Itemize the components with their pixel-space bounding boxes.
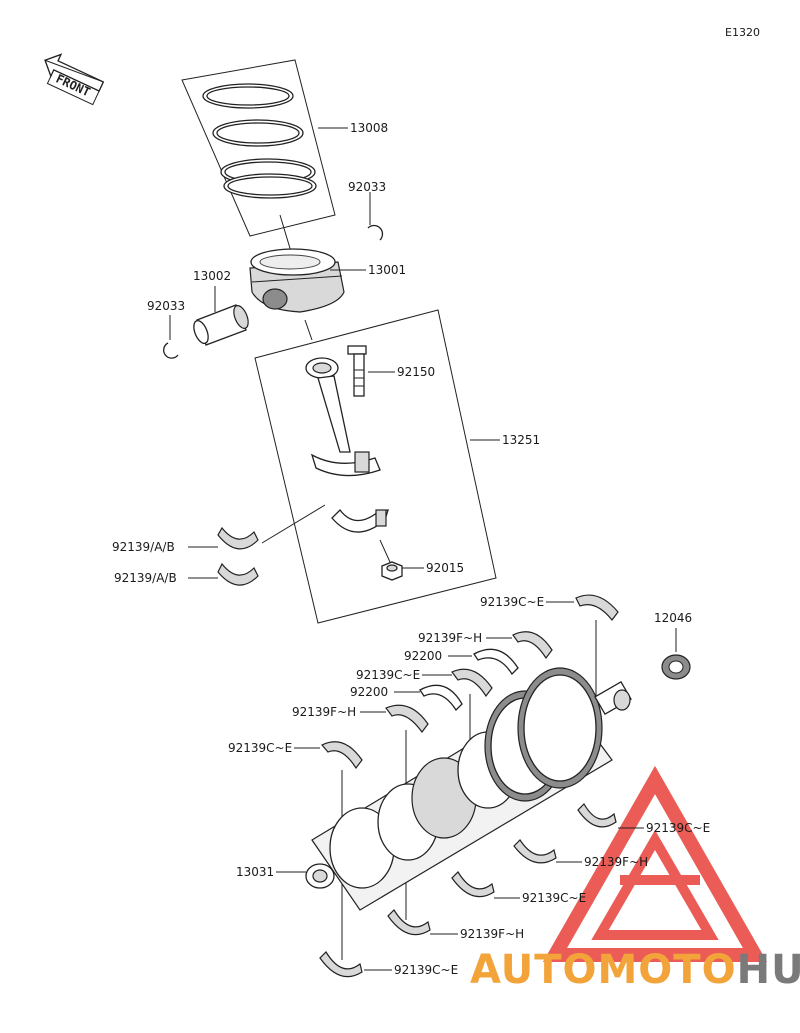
label-crankshaft: 13031 bbox=[236, 865, 274, 879]
rod-nut bbox=[381, 561, 403, 581]
label-main-bearing-3: 92139C~E bbox=[356, 668, 420, 682]
watermark-text: AUTOMOTOHUB bbox=[470, 947, 800, 993]
main-bearing-3-icon bbox=[451, 668, 493, 698]
label-main-bearing-2: 92139F~H bbox=[418, 631, 482, 645]
conrod-group-box bbox=[254, 309, 497, 624]
label-conn-rod: 13251 bbox=[502, 433, 540, 447]
watermark-part1: AUTOMOTO bbox=[470, 947, 737, 993]
front-arrow-icon: FRONT bbox=[44, 53, 105, 106]
lower-bearing-4-icon bbox=[387, 909, 431, 936]
main-bearing-1-icon bbox=[575, 594, 619, 621]
thrust-washer-1-icon bbox=[473, 648, 519, 676]
label-rod-nut: 92015 bbox=[426, 561, 464, 575]
watermark-logo bbox=[542, 765, 768, 962]
label-rod-bearing-b: 92139/A/B bbox=[114, 571, 177, 585]
label-lower-3: 92139C~E bbox=[522, 891, 586, 905]
label-needle-bearing: 12046 bbox=[654, 611, 692, 625]
circlip-top bbox=[367, 224, 384, 241]
circlip-left bbox=[163, 342, 179, 359]
label-piston: 13001 bbox=[368, 263, 406, 277]
main-bearing-2-icon bbox=[512, 631, 553, 660]
lower-bearing-3-icon bbox=[451, 871, 495, 898]
label-main-bearing-4: 92139F~H bbox=[292, 705, 356, 719]
lower-bearing-5-icon bbox=[319, 951, 363, 978]
label-clip-top: 92033 bbox=[348, 180, 386, 194]
label-thrust-2: 92200 bbox=[350, 685, 388, 699]
thrust-washer-2-icon bbox=[419, 684, 463, 712]
rod-bolt bbox=[347, 345, 367, 397]
piston-pin bbox=[193, 304, 249, 346]
lower-bearing-1-icon bbox=[577, 803, 617, 828]
diagram-code: E1320 bbox=[725, 26, 760, 39]
piston-rings bbox=[202, 83, 317, 199]
connecting-rod bbox=[305, 357, 381, 477]
crankshaft bbox=[305, 667, 632, 911]
label-lower-2: 92139F~H bbox=[584, 855, 648, 869]
label-lower-4: 92139F~H bbox=[460, 927, 524, 941]
label-main-bearing-5: 92139C~E bbox=[228, 741, 292, 755]
label-rod-bearing-a: 92139/A/B bbox=[112, 540, 175, 554]
piston bbox=[249, 248, 345, 313]
label-pin: 13002 bbox=[193, 269, 231, 283]
label-thrust-1: 92200 bbox=[404, 649, 442, 663]
label-clip-left: 92033 bbox=[147, 299, 185, 313]
watermark-part2: HUB bbox=[737, 947, 800, 993]
needle-bearing bbox=[661, 654, 691, 680]
main-bearing-5-icon bbox=[321, 741, 363, 770]
label-rings: 13008 bbox=[350, 121, 388, 135]
label-lower-1: 92139C~E bbox=[646, 821, 710, 835]
rod-bearing-b-icon bbox=[217, 562, 259, 586]
lower-bearing-2-icon bbox=[513, 839, 557, 864]
rod-cap bbox=[331, 509, 389, 533]
label-rod-bolt: 92150 bbox=[397, 365, 435, 379]
label-main-bearing-1: 92139C~E bbox=[480, 595, 544, 609]
label-lower-5: 92139C~E bbox=[394, 963, 458, 977]
rod-bearing-a-icon bbox=[217, 526, 259, 550]
main-bearing-4-icon bbox=[385, 704, 429, 734]
